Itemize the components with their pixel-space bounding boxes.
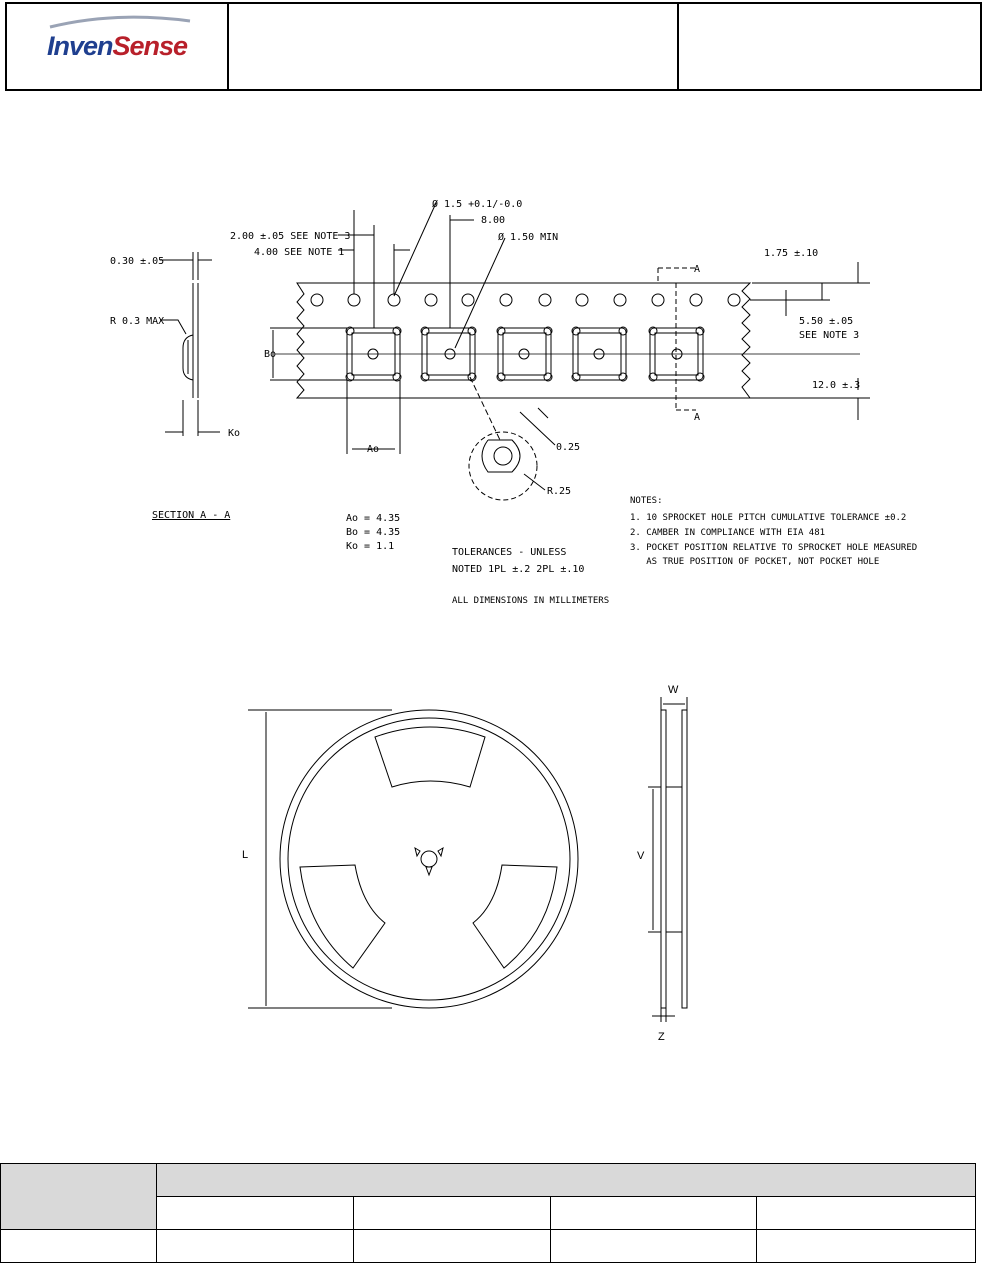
dim-detail-025: 0.25 (556, 442, 580, 453)
tolerances-line-2: NOTED 1PL ±.2 2PL ±.10 (452, 564, 584, 575)
section-title: SECTION A - A (152, 510, 230, 521)
dim-hole-to-pocket-note: SEE NOTE 3 (799, 330, 859, 341)
logo-word-inven: Inven (46, 31, 114, 61)
note-2: 2. CAMBER IN COMPLIANCE WITH EIA 481 (630, 528, 825, 538)
table-cell (0, 1229, 157, 1263)
document-header: InvenSense (5, 2, 982, 91)
dim-radius-max: R 0.3 MAX (110, 316, 164, 327)
value-bo: Bo = 4.35 (346, 527, 400, 538)
table-subheader-cell (353, 1196, 551, 1230)
label-ao: Ao (367, 444, 379, 455)
logo-swoosh-icon (49, 15, 191, 29)
note-3: 3. POCKET POSITION RELATIVE TO SPROCKET … (630, 543, 917, 553)
dim-hole-to-pocket: 5.50 ±.05 (799, 316, 853, 327)
section-marker-top: A (694, 264, 700, 275)
value-ao: Ao = 4.35 (346, 513, 400, 524)
invensense-logo: InvenSense (46, 15, 191, 62)
label-ko: Ko (228, 428, 240, 439)
logo-cell: InvenSense (7, 4, 229, 89)
label-bo: Bo (264, 349, 276, 360)
reel-window-right (472, 864, 558, 969)
dim-tape-width: 12.0 ±.3 (812, 380, 860, 391)
label-reel-l: L (242, 849, 248, 861)
notes-title: NOTES: (630, 496, 663, 506)
table-row (0, 1229, 976, 1263)
table-header-cell (0, 1163, 157, 1230)
reel-window-left (299, 864, 386, 969)
reel-dimension-table (0, 1163, 976, 1263)
dim-detail-radius: R.25 (547, 486, 571, 497)
label-reel-w: W (668, 684, 679, 696)
note-3-cont: AS TRUE POSITION OF POCKET, NOT POCKET H… (630, 557, 879, 567)
dim-2mm-note3: 2.00 ±.05 SEE NOTE 3 (230, 231, 350, 242)
reel-outer-circle (279, 709, 579, 1009)
table-cell (353, 1229, 551, 1263)
table-subheader-cell (756, 1196, 976, 1230)
header-title-cell (229, 4, 679, 89)
reel-drawing: L W V Z (242, 684, 688, 1043)
table-cell (156, 1229, 354, 1263)
dim-edge-to-hole: 1.75 ±.10 (764, 248, 818, 259)
label-reel-v: V (637, 850, 645, 862)
carrier-tape-drawing: Ø 1.5 +0.1/-0.0 8.00 2.00 ±.05 SEE NOTE … (110, 198, 917, 606)
table-subheader-cell (550, 1196, 757, 1230)
table-cell (550, 1229, 757, 1263)
dim-thickness: 0.30 ±.05 (110, 256, 164, 267)
value-ko: Ko = 1.1 (346, 541, 394, 552)
dim-hole-diameter: Ø 1.5 +0.1/-0.0 (432, 198, 522, 210)
reel-inner-rim (287, 717, 571, 1001)
tolerances-line-1: TOLERANCES - UNLESS (452, 547, 566, 558)
dim-pocket-pitch: 8.00 (481, 215, 505, 226)
dim-4mm-note1: 4.00 SEE NOTE 1 (254, 247, 344, 258)
dim-pocket-hole: Ø 1.50 MIN (498, 231, 558, 243)
label-reel-z: Z (658, 1031, 665, 1043)
reel-window-top (374, 726, 486, 788)
section-marker-bottom: A (694, 412, 700, 423)
note-1: 1. 10 SPROCKET HOLE PITCH CUMULATIVE TOL… (630, 513, 906, 523)
tape-outline (295, 282, 752, 399)
table-subheader-cell (156, 1196, 354, 1230)
all-dimensions-note: ALL DIMENSIONS IN MILLIMETERS (452, 596, 609, 606)
logo-word-sense: Sense (112, 31, 188, 61)
table-group-header (156, 1163, 976, 1197)
table-cell (756, 1229, 976, 1263)
